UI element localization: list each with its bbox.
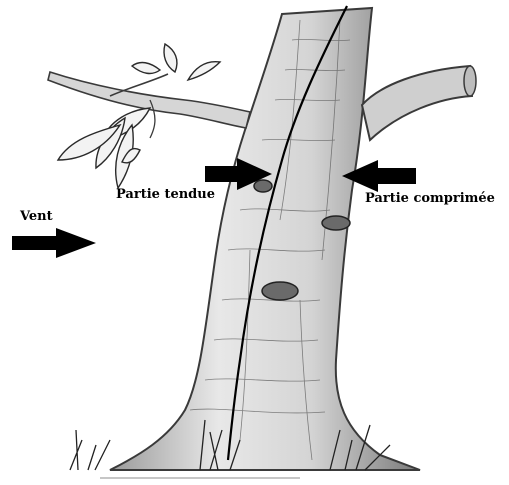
left-branch bbox=[48, 72, 250, 138]
tension-side-label: Partie tendue bbox=[116, 188, 215, 201]
wind-arrow-icon bbox=[12, 228, 96, 258]
right-branch bbox=[362, 66, 476, 140]
wind-label: Vent bbox=[20, 210, 53, 223]
leaf-icon bbox=[188, 62, 220, 80]
leaf-icon bbox=[132, 63, 160, 74]
leaf-icon bbox=[164, 44, 177, 72]
compression-side-label: Partie comprimée bbox=[365, 192, 495, 205]
tree-trunk bbox=[110, 8, 420, 470]
